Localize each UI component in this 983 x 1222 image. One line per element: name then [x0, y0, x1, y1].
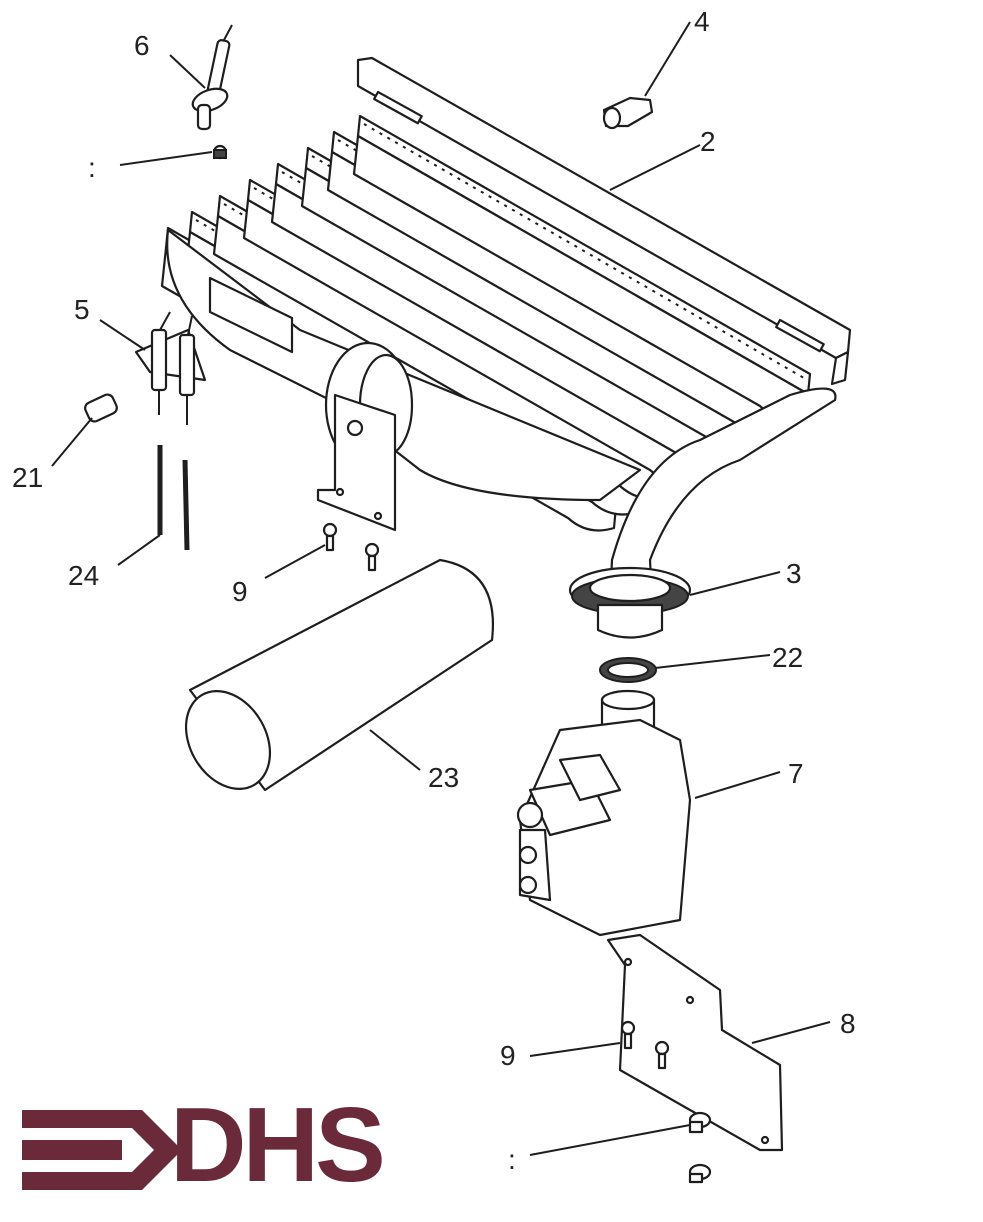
burner-rail	[356, 56, 852, 386]
electrode-assembly	[134, 311, 207, 425]
callout-1-top: :	[88, 152, 96, 183]
ignition-wires	[157, 445, 190, 551]
pipe-fitting	[568, 566, 692, 639]
dhs-logo-mark	[22, 1110, 182, 1190]
callout-7: 7	[788, 758, 804, 789]
burner-cover-cylinder	[184, 558, 494, 792]
callout-22: 22	[772, 642, 804, 673]
gas-nipple	[602, 96, 654, 130]
callout-9-bottom: 9	[500, 1040, 516, 1071]
gas-valve	[516, 689, 692, 937]
burner-manifold	[166, 228, 642, 532]
callout-24: 24	[68, 560, 100, 591]
logo-text: DHS	[170, 1086, 386, 1204]
leader-lines	[51, 21, 831, 1156]
callout-23: 23	[428, 762, 460, 793]
callout-3: 3	[786, 558, 802, 589]
callout-21: 21	[12, 462, 44, 493]
flame-sensor	[191, 24, 233, 131]
wire-sleeve	[84, 393, 118, 423]
o-ring	[599, 657, 657, 683]
callout-5: 5	[74, 294, 90, 325]
callout-2: 2	[700, 126, 716, 157]
callout-1-bottom: :	[508, 1144, 516, 1175]
valve-bracket	[606, 933, 784, 1152]
callout-9-top: 9	[232, 576, 248, 607]
screws	[212, 144, 712, 1184]
callout-4: 4	[694, 6, 710, 37]
callout-8: 8	[840, 1008, 856, 1039]
callout-6: 6	[134, 30, 150, 61]
